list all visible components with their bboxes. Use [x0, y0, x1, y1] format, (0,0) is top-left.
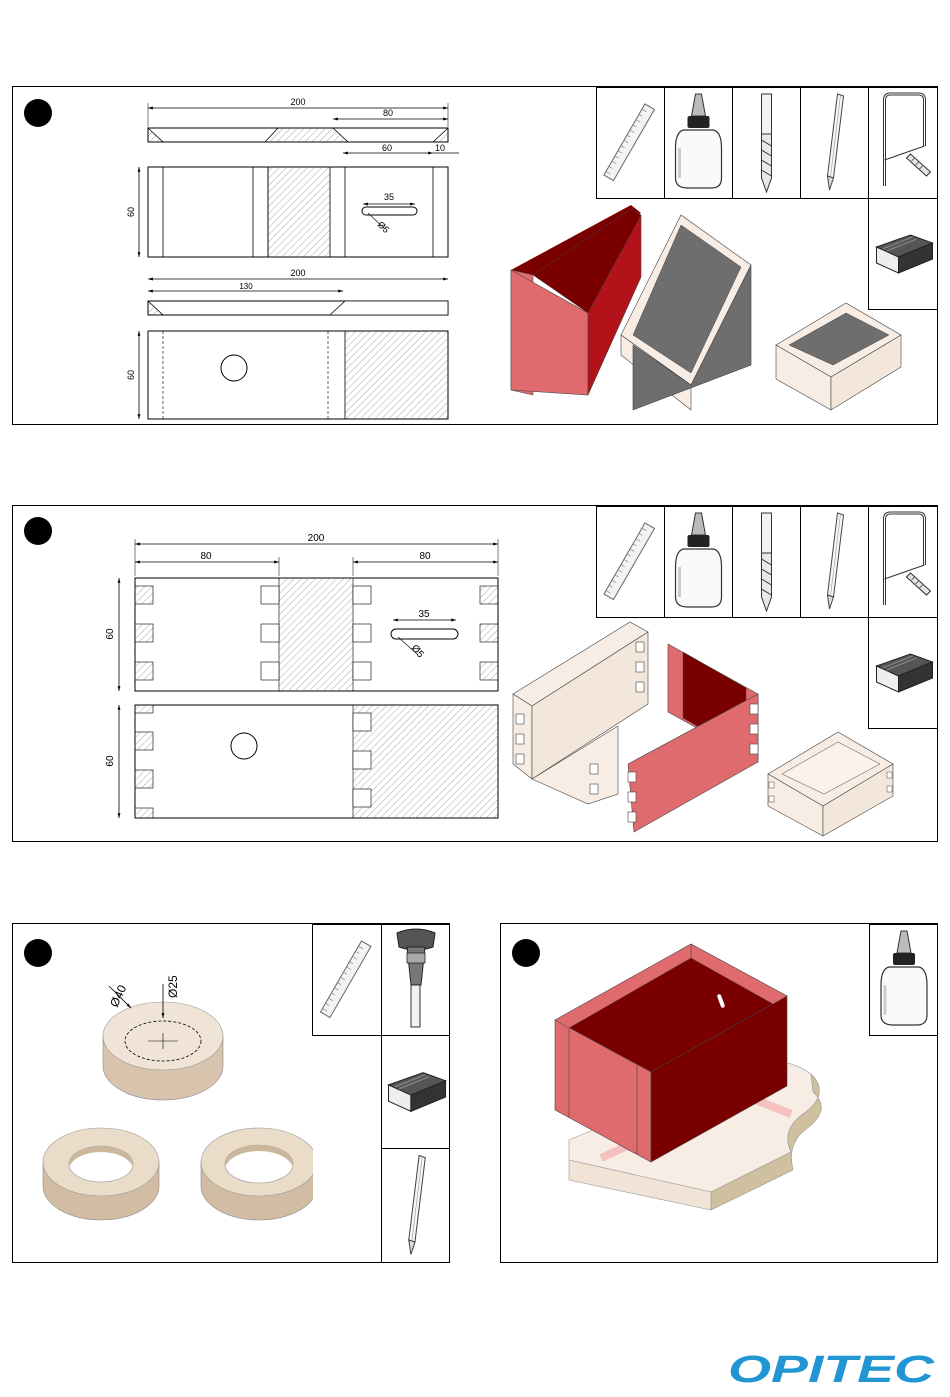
dim-step1-lower-inner: 130	[239, 282, 253, 291]
step-3-panel: Ø40 Ø25	[12, 923, 450, 1263]
step1-tool-drill	[732, 87, 801, 199]
opitec-logo: OPITEC	[725, 1351, 937, 1387]
step-1-panel: 200 80 60 10 60 35 Ø5 200 130	[12, 86, 938, 425]
pencil-icon	[382, 1149, 450, 1263]
step1-tool-sander	[868, 198, 938, 310]
dim-step1-top-width: 200	[290, 97, 305, 107]
glue-bottle-icon	[665, 88, 732, 198]
dim-step1-bottom-10: 10	[435, 143, 445, 153]
dim-step1-slot-length: 35	[384, 192, 394, 202]
step2-tool-glue	[664, 506, 733, 618]
step3-tool-ruler	[312, 924, 382, 1036]
step-2-panel: 200 80 80 60 35 Ø5	[12, 505, 938, 842]
dim-outer-diameter: Ø40	[107, 982, 129, 1009]
sanding-block-icon	[869, 199, 938, 309]
drill-bit-icon	[733, 88, 800, 198]
dim-step2-top-width: 200	[308, 533, 325, 544]
forstner-bit-icon	[382, 925, 450, 1035]
dim-step2-left-inner: 80	[200, 551, 212, 562]
glue-bottle-icon	[665, 507, 732, 617]
step2-tool-ruler	[596, 506, 665, 618]
step-2-technical-drawing: 200 80 80 60 35 Ø5	[13, 506, 513, 842]
step1-tool-glue	[664, 87, 733, 199]
sanding-block-icon	[869, 618, 938, 728]
drill-bit-icon	[733, 507, 800, 617]
pencil-icon	[801, 88, 868, 198]
step3-tool-forstner	[381, 924, 450, 1036]
dim-step2-height-bottom: 60	[105, 755, 116, 767]
dim-step1-side-height: 60	[126, 207, 136, 217]
step3-tool-pencil	[381, 1148, 450, 1263]
step-4-assembly-illustration	[541, 934, 881, 1263]
step3-tool-sander	[381, 1035, 450, 1149]
step-4-marker	[512, 939, 540, 967]
dim-inner-diameter: Ø25	[166, 975, 180, 998]
ruler-icon	[313, 925, 381, 1035]
step2-tool-sander	[868, 617, 938, 729]
dim-step2-height-top: 60	[105, 628, 116, 640]
fretsaw-icon	[869, 507, 938, 617]
sanding-block-icon	[382, 1036, 450, 1148]
dim-step1-lower-height: 60	[126, 370, 136, 380]
dim-step1-top-inner: 80	[383, 108, 393, 118]
step-2-assembly-illustration	[508, 614, 908, 842]
pencil-icon	[801, 507, 868, 617]
ruler-icon	[597, 88, 664, 198]
step2-tool-fretsaw	[868, 506, 938, 618]
step-1-technical-drawing: 200 80 60 10 60 35 Ø5 200 130	[13, 87, 493, 425]
step-4-panel	[500, 923, 938, 1263]
dim-step1-lower-width: 200	[290, 268, 305, 278]
step4-tool-glue	[869, 924, 938, 1036]
dim-step2-right-inner: 80	[419, 551, 431, 562]
step2-tool-pencil	[800, 506, 869, 618]
step1-tool-fretsaw	[868, 87, 938, 199]
step-3-disc-illustration: Ø40 Ø25	[13, 924, 313, 1254]
step-1-assembly-illustration	[503, 195, 903, 425]
glue-bottle-icon	[870, 925, 938, 1035]
step1-tool-ruler	[596, 87, 665, 199]
step1-tool-pencil	[800, 87, 869, 199]
dim-step1-bottom-60: 60	[382, 143, 392, 153]
step2-tool-drill	[732, 506, 801, 618]
dim-step2-slot-length: 35	[418, 609, 430, 620]
ruler-icon	[597, 507, 664, 617]
fretsaw-icon	[869, 88, 938, 198]
logo-text: OPITEC	[728, 1351, 935, 1387]
